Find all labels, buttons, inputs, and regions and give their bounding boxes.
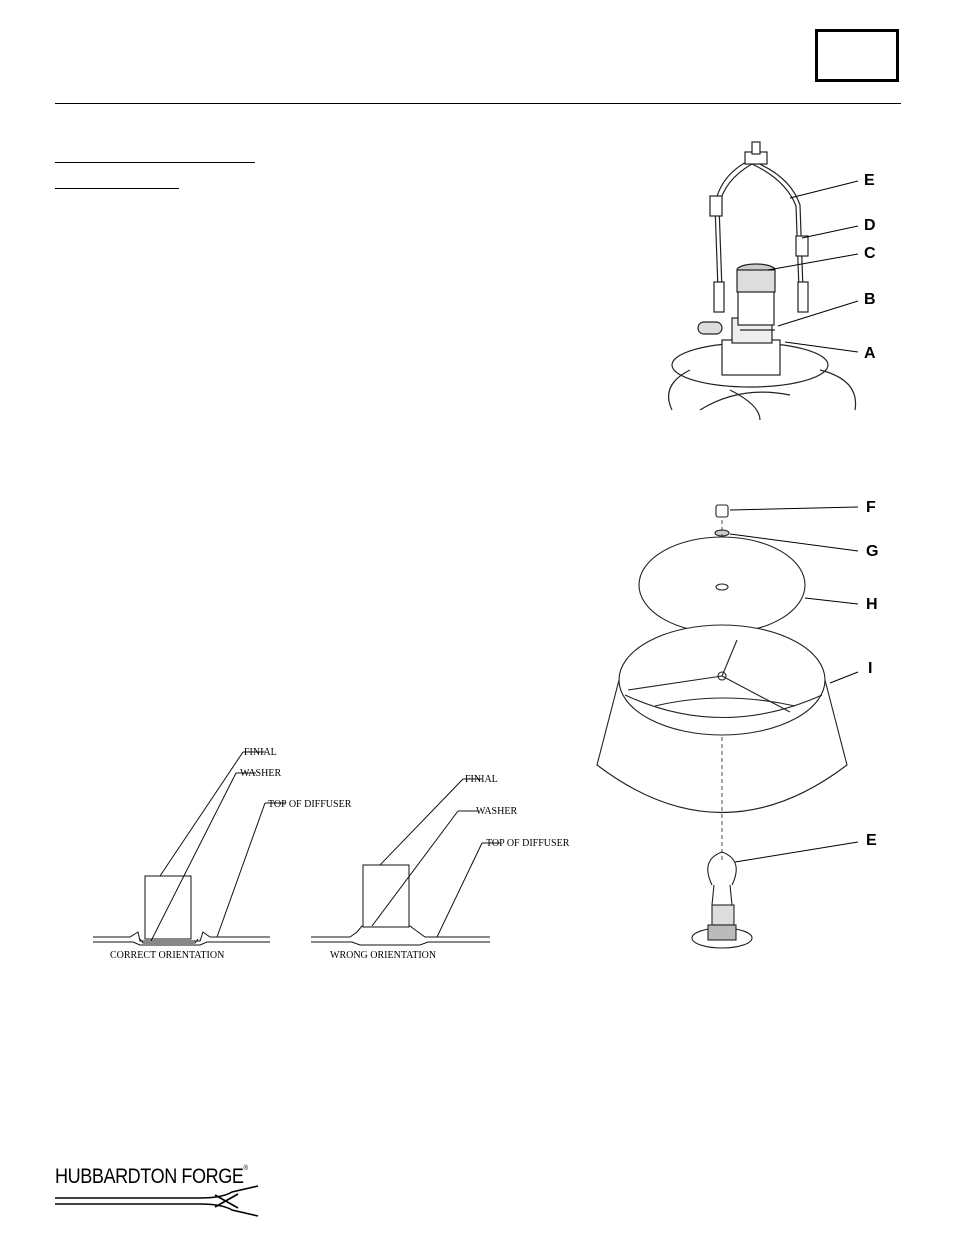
- callout-i: I: [868, 660, 873, 677]
- caption-wrong-orientation: WRONG ORIENTATION: [330, 950, 437, 961]
- page-number-box: [815, 29, 899, 82]
- callout-a: A: [864, 345, 876, 362]
- label-finial-correct: FINIAL: [244, 747, 277, 758]
- section-heading-underline: [55, 162, 255, 163]
- label-finial-wrong: FINIAL: [465, 774, 498, 785]
- callout-e: E: [864, 172, 875, 189]
- subheading-underline: [55, 188, 179, 189]
- callout-d: D: [864, 217, 876, 234]
- callout-b: B: [864, 291, 876, 308]
- callout-g: G: [866, 543, 879, 560]
- brand-logo: HUBBARDTON FORGE®: [55, 1165, 248, 1189]
- callout-h: H: [866, 596, 878, 613]
- label-top-diffuser-wrong: TOP OF DIFFUSER: [486, 838, 570, 849]
- callout-c: C: [864, 245, 876, 262]
- label-top-diffuser-correct: TOP OF DIFFUSER: [268, 799, 352, 810]
- caption-correct-orientation: CORRECT ORIENTATION: [110, 950, 225, 961]
- callout-e-lower: E: [866, 832, 877, 849]
- registered-mark: ®: [243, 1165, 248, 1172]
- brand-logo-text: HUBBARDTON FORGE: [55, 1165, 244, 1188]
- label-washer-wrong: WASHER: [476, 806, 518, 817]
- header-rule: [55, 103, 901, 104]
- label-washer-correct: WASHER: [240, 768, 282, 779]
- callout-f: F: [866, 499, 876, 516]
